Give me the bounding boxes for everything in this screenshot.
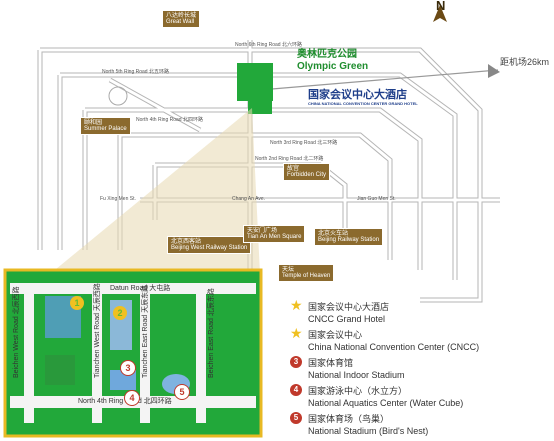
north-label: N [436, 0, 446, 13]
road-label-r3: North 3rd Ring Road 北三环路 [270, 140, 338, 146]
marker-2: 2 [113, 306, 127, 320]
road-label-jianguomen: Jian Guo Men St. [357, 196, 396, 202]
zoom-connector [50, 108, 260, 274]
tiananmen-label: 天安门广场 Tian An Men Square [243, 225, 306, 243]
circle-marker-icon: 5 [290, 412, 302, 424]
hotel-label: 国家会议中心大酒店 CHINA NATIONAL CONVENTION CENT… [308, 89, 418, 106]
marker-1: 1 [70, 296, 84, 310]
north-arrow-icon [433, 5, 447, 22]
inset-box [3, 268, 263, 438]
inset-beichen-west: Beichen West Road 北辰西路 [13, 286, 20, 378]
inset-tianchen-east: Tianchen East Road 天辰东路 [142, 284, 149, 378]
marker-5: 5 [174, 384, 190, 400]
beijing-station-label: 北京火车站 Beijing Railway Station [314, 228, 384, 246]
west-station-label: 北京西客站 Beijing West Railway Station [167, 236, 252, 254]
star-icon: ★ [290, 325, 303, 341]
summer-palace-label: 颐和园 Summer Palace [80, 117, 131, 135]
circle-marker-icon: 3 [290, 356, 302, 368]
circle-marker-icon: 4 [290, 384, 302, 396]
olympic-green-block [237, 63, 273, 101]
road-label-changan: Chang An Ave. [232, 196, 265, 202]
airport-label: 距机场26km [500, 57, 550, 67]
marker-3: 3 [120, 360, 136, 376]
inset-datun: Datun Road 大屯路 [110, 285, 171, 292]
great-wall-label: 八达岭长城 Great Wall [162, 10, 201, 28]
forbidden-city-label: 故宫 Forbidden City [283, 163, 331, 181]
road-label-r2: North 2nd Ring Road 北二环路 [255, 156, 324, 162]
marker-4: 4 [124, 390, 140, 406]
road-label-r5: North 5th Ring Road 北五环路 [102, 69, 169, 75]
road-label-r4: North 4th Ring Road 北四环路 [136, 117, 203, 123]
temple-label: 天坛 Temple of Heaven [278, 264, 335, 282]
road-label-r6: North 6th Ring Road 北六环路 [235, 42, 302, 48]
star-icon: ★ [290, 297, 303, 313]
olympic-green-label: 奥林匹克公园 Olympic Green [297, 49, 369, 72]
road-label-fuxingmen: Fu Xing Men St. [100, 196, 136, 202]
inset-tianchen-west: Tianchen West Road 天辰西路 [94, 283, 101, 378]
legend: ★ 国家会议中心大酒店 CNCC Grand Hotel ★ 国家会议中心 Ch… [290, 297, 480, 436]
airport-road [259, 69, 499, 91]
inset-beichen-east: Beichen East Road 北辰东路 [208, 288, 215, 378]
